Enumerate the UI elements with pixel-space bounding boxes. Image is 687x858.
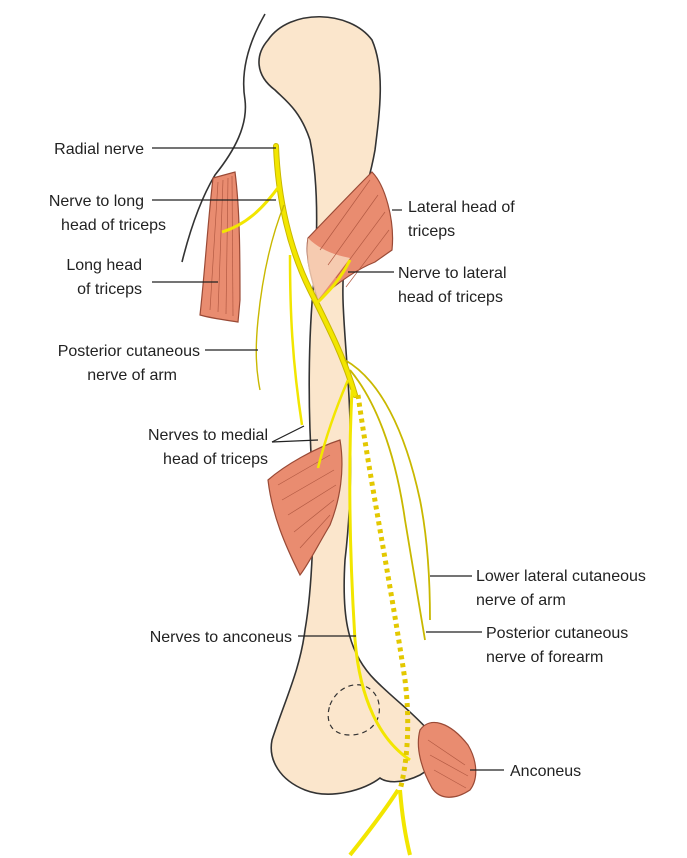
terminal-branch-1 bbox=[350, 790, 398, 855]
label-medial-head-2: head of triceps bbox=[163, 451, 268, 468]
label-medial-head-1: Nerves to medial bbox=[148, 427, 268, 444]
label-nerve-long-head-1: Nerve to long bbox=[49, 193, 144, 210]
long-head-triceps-muscle bbox=[200, 172, 240, 322]
anconeus-muscle bbox=[418, 723, 475, 798]
label-nerve-long-head-2: head of triceps bbox=[61, 217, 166, 234]
label-posterior-forearm-2: nerve of forearm bbox=[486, 649, 603, 666]
humerus-bone bbox=[259, 17, 436, 794]
label-lower-lateral-1: Lower lateral cutaneous bbox=[476, 568, 646, 585]
label-posterior-cut-arm-1: Posterior cutaneous bbox=[58, 343, 200, 360]
nerve-to-medial-head-1 bbox=[290, 255, 302, 425]
label-anconeus-nerves: Nerves to anconeus bbox=[150, 629, 292, 646]
terminal-branch-2 bbox=[400, 790, 410, 855]
label-anconeus: Anconeus bbox=[510, 763, 581, 780]
posterior-cutaneous-nerve-forearm bbox=[350, 370, 425, 640]
label-nerve-lateral-2: head of triceps bbox=[398, 289, 503, 306]
label-nerve-lateral-1: Nerve to lateral bbox=[398, 265, 507, 282]
label-lateral-head-1: Lateral head of bbox=[408, 199, 515, 216]
label-radial-nerve: Radial nerve bbox=[54, 141, 144, 158]
label-long-head-1: Long head bbox=[66, 257, 142, 274]
label-long-head-2: of triceps bbox=[77, 281, 142, 298]
label-posterior-forearm-1: Posterior cutaneous bbox=[486, 625, 628, 642]
label-posterior-cut-arm-2: nerve of arm bbox=[87, 367, 177, 384]
posterior-cutaneous-nerve-arm bbox=[256, 205, 284, 390]
leader-medial-head-a bbox=[272, 426, 304, 442]
label-lower-lateral-2: nerve of arm bbox=[476, 592, 566, 609]
lower-lateral-cutaneous-nerve bbox=[345, 360, 430, 620]
label-lateral-head-2: triceps bbox=[408, 223, 455, 240]
